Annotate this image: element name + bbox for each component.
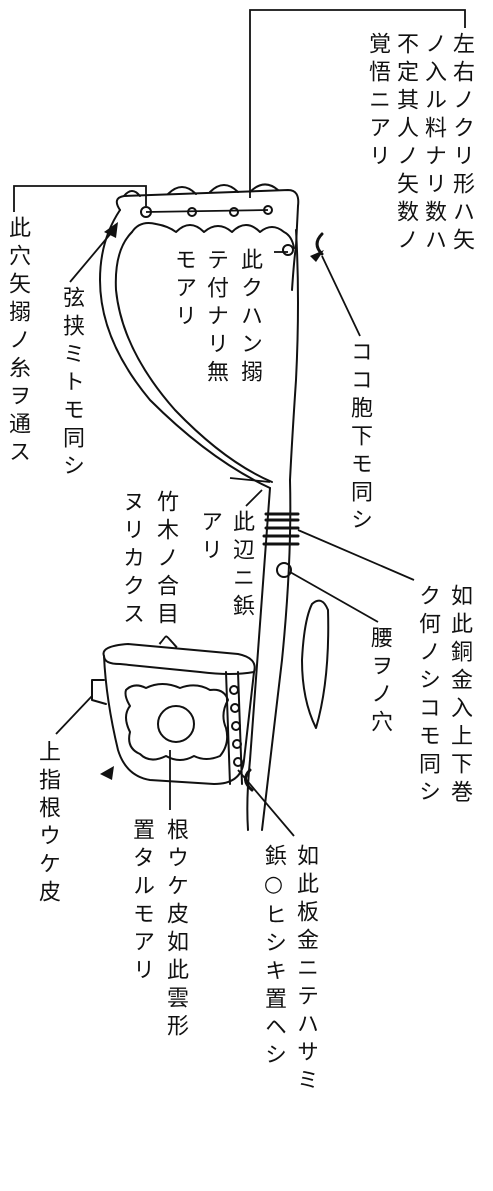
rivet: [232, 739, 242, 749]
rivet: [230, 703, 240, 713]
label-plate-col2: 鋲○ヒシキ置ヘシ: [261, 844, 286, 1071]
leader-hole-chain: [145, 209, 269, 213]
rivet: [229, 685, 239, 695]
leader-upper-finger: [55, 695, 93, 735]
cloud-patch: [124, 683, 229, 761]
label-top-right-col3: 不定其人ノ矢数ノ: [393, 32, 418, 256]
waist-hole: [276, 562, 292, 578]
shaft-right: [261, 479, 292, 831]
top-frame-outline: [115, 189, 300, 291]
label-rivet-col2: アリ: [197, 510, 222, 566]
leader-plate: [237, 769, 295, 837]
frame-hole: [229, 207, 239, 217]
leader-waist: [289, 571, 379, 623]
label-upper-finger: 上指根ウケ皮: [35, 740, 60, 908]
cup-circle: [157, 705, 195, 743]
left-body-outer: [99, 209, 271, 489]
arrow-tip: [310, 250, 324, 262]
label-plate-col1: 如此板金ニテハサミ: [293, 844, 318, 1096]
rivet: [233, 757, 243, 767]
label-copper-col1: 如此銅金入上下巻: [447, 584, 472, 808]
label-bamboo-col1: 竹木ノ合目ヘ: [153, 490, 178, 658]
label-left-hole: 此穴矢搦ノ糸ヲ通ス: [5, 216, 30, 468]
clip-mark: [315, 232, 324, 256]
label-string-holder: 弦挟ミトモ同シ: [59, 286, 84, 482]
top-frame-scallops: [123, 183, 279, 197]
label-top-right-col1: 左右ノクリ形ハ矢: [449, 32, 474, 256]
hook-ring: [282, 244, 294, 256]
cup-rim: [102, 643, 256, 675]
rivet: [231, 721, 241, 731]
label-hook-col1: 此クハン搦: [237, 248, 262, 388]
leader-string-holder: [69, 231, 113, 283]
left-body-inner: [114, 231, 273, 483]
leader-bamboo: [229, 477, 271, 483]
label-waist-hole: 腰ヲノ穴: [367, 626, 392, 738]
cup-tab: [91, 679, 107, 705]
label-hook-col2: テ付ナリ無: [203, 248, 228, 388]
side-branch: [301, 599, 330, 729]
label-rivet-col1: 此辺ニ鋲: [229, 510, 254, 622]
label-copper-col2: ク何ノシコモ同シ: [415, 584, 440, 808]
leader-copper: [297, 529, 415, 581]
arrow-tip: [104, 222, 118, 238]
leader-top-right: [249, 9, 466, 198]
arrow-tip: [100, 766, 114, 780]
copper-band: [262, 512, 300, 546]
label-hook-col3: モアリ: [171, 248, 196, 332]
label-top-right-col2: ノ入ル料ナリ数ハ: [421, 32, 446, 256]
leader-left-hole: [13, 185, 147, 212]
label-right-side: ココ胞下モ同シ: [347, 340, 372, 536]
inner-frame-scallops: [131, 222, 295, 249]
leader-rivet: [245, 489, 263, 507]
cup-body: [103, 655, 255, 785]
leader-right-side: [321, 255, 361, 337]
label-top-right-col4: 覚悟ニアリ: [365, 32, 390, 172]
label-cloud-col2: 置タルモアリ: [129, 818, 154, 986]
label-cloud-col1: 根ウケ皮如此雲形: [163, 818, 188, 1042]
label-bamboo-col2: ヌリカクス: [119, 490, 144, 630]
right-body-outline: [289, 229, 299, 481]
